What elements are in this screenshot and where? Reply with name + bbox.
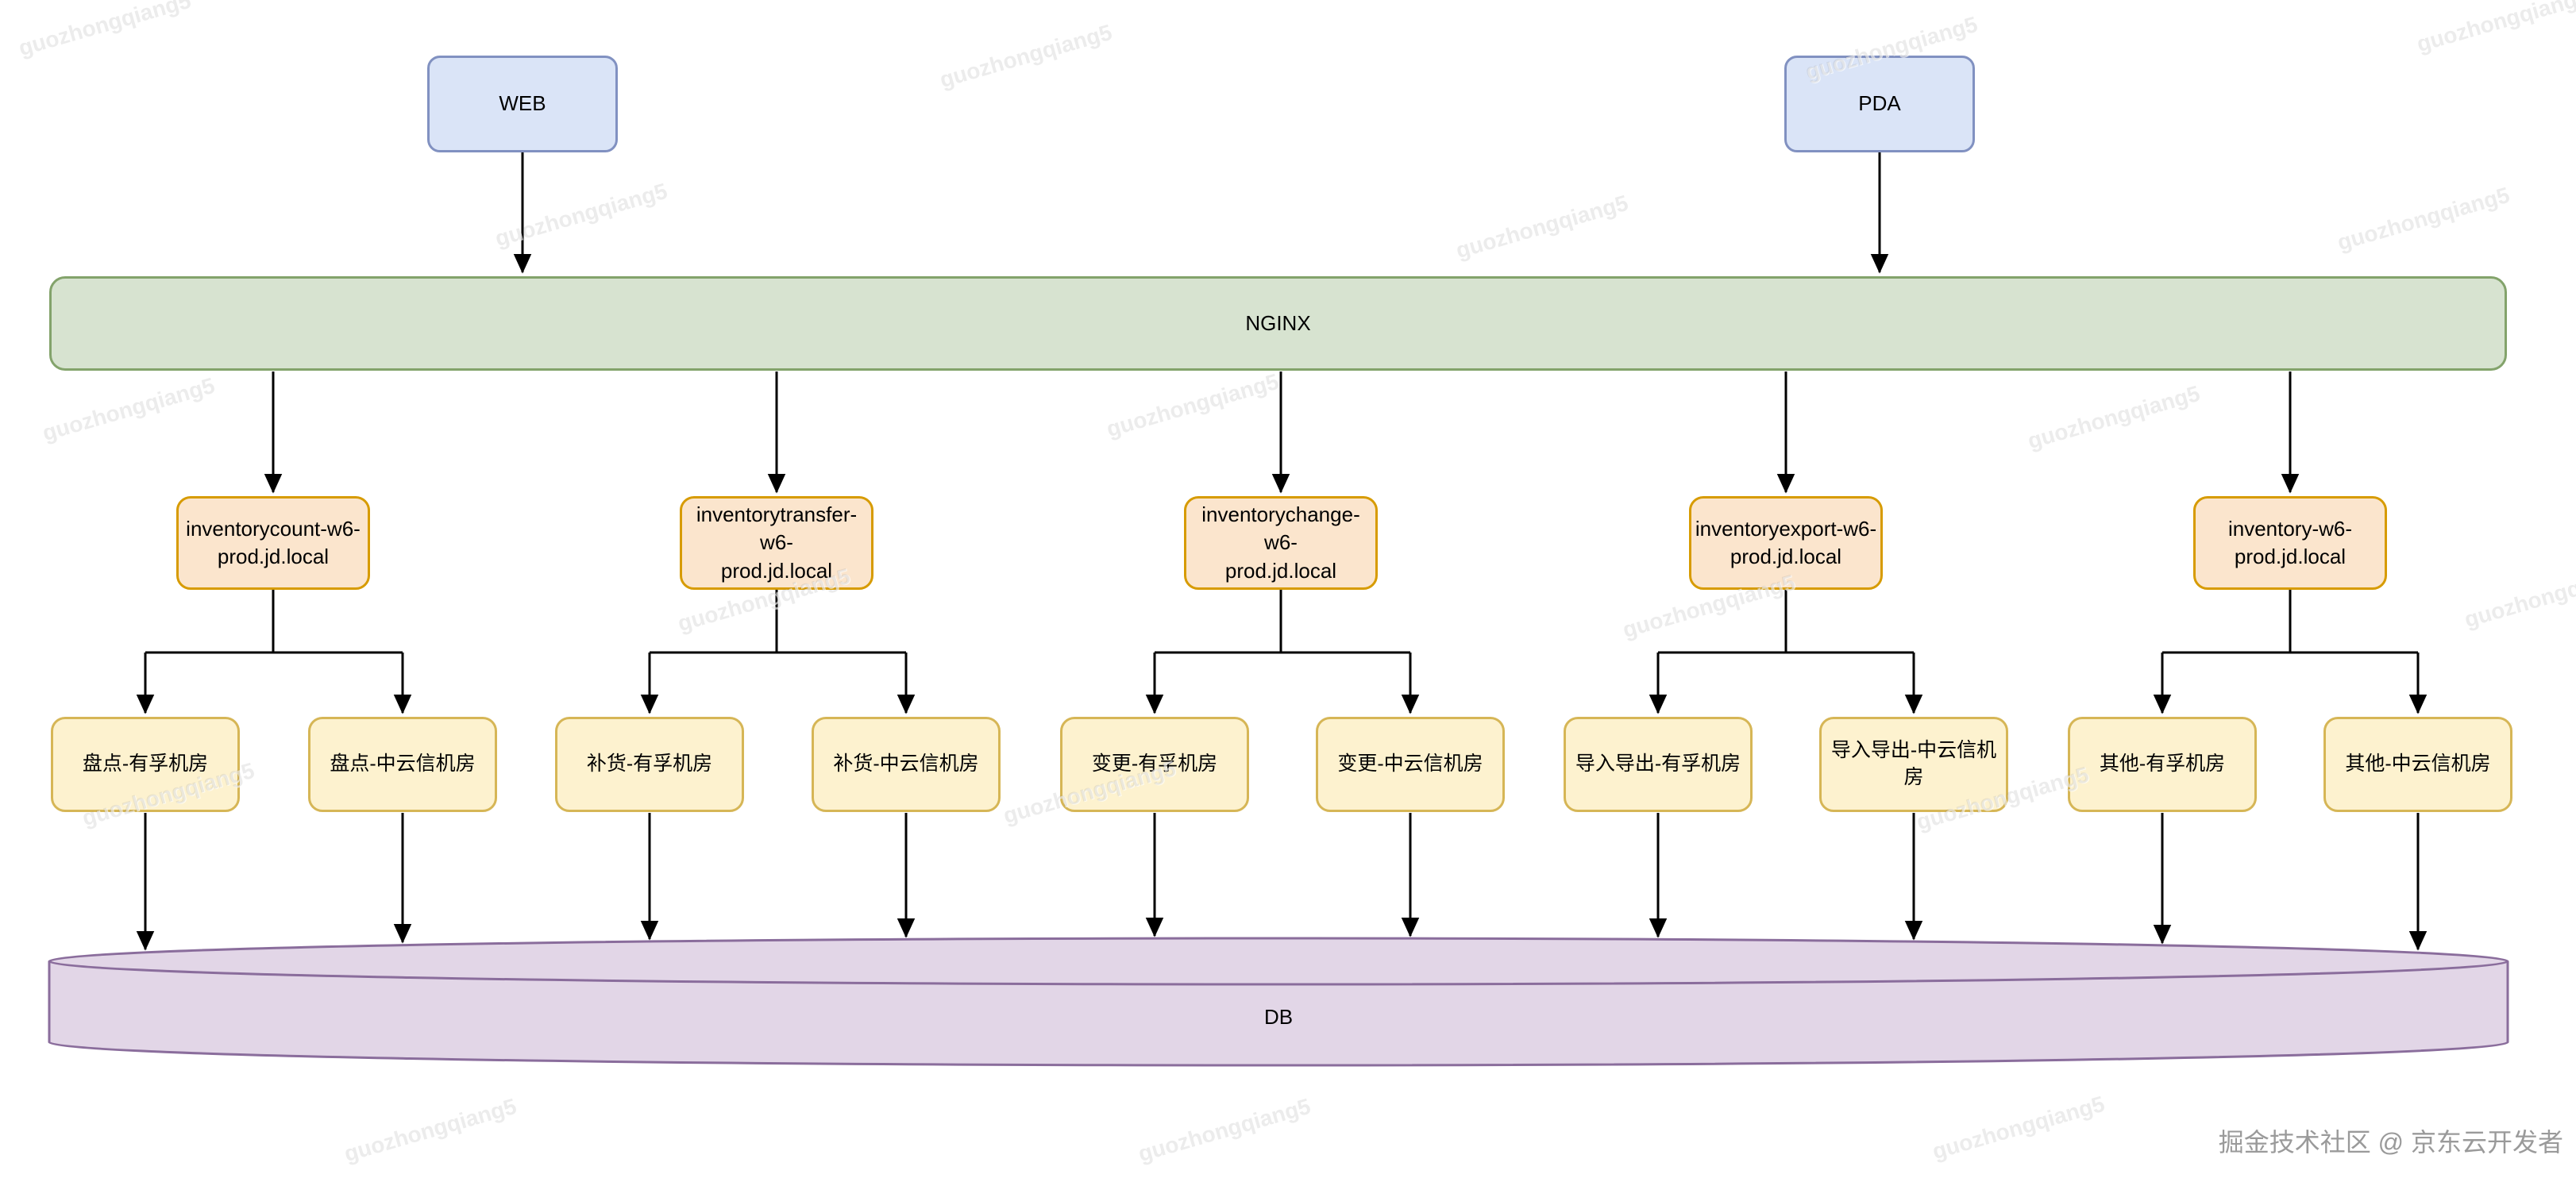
- node-room-count-youfu: 盘点-有孚机房: [51, 717, 240, 812]
- branch-rail-3: [1155, 590, 1410, 654]
- branch-rail-2: [650, 590, 906, 654]
- node-room-replenish-zhongyunxin: 补货-中云信机房: [812, 717, 1001, 812]
- node-room-other-youfu: 其他-有孚机房: [2068, 717, 2257, 812]
- node-room-change-zhongyunxin: 变更-中云信机房: [1316, 717, 1505, 812]
- node-room-other-zhongyunxin: 其他-中云信机房: [2323, 717, 2512, 812]
- branch-rail-1: [145, 590, 403, 654]
- node-web: WEB: [427, 56, 618, 152]
- edge-group: [136, 152, 2428, 951]
- db-cylinder-rim: [48, 960, 2509, 986]
- branch-rail-4: [1658, 590, 1914, 654]
- node-service-inventorytransfer: inventorytransfer-w6- prod.jd.local: [680, 496, 873, 590]
- node-service-inventory: inventory-w6- prod.jd.local: [2193, 496, 2387, 590]
- node-db-label: DB: [1263, 1005, 1294, 1029]
- credit-text: 掘金技术社区 @ 京东云开发者: [2218, 1128, 2563, 1157]
- node-service-inventorycount: inventorycount-w6- prod.jd.local: [176, 496, 370, 590]
- node-service-inventorychange: inventorychange-w6- prod.jd.local: [1184, 496, 1378, 590]
- node-room-replenish-youfu: 补货-有孚机房: [555, 717, 744, 812]
- node-room-count-zhongyunxin: 盘点-中云信机房: [308, 717, 497, 812]
- node-room-export-youfu: 导入导出-有孚机房: [1564, 717, 1753, 812]
- node-room-change-youfu: 变更-有孚机房: [1060, 717, 1249, 812]
- db-cylinder-body: [48, 937, 2509, 1067]
- db-cylinder: [48, 937, 2509, 1067]
- node-room-export-zhongyunxin: 导入导出-中云信机房: [1819, 717, 2008, 812]
- node-nginx: NGINX: [49, 276, 2507, 371]
- branch-rail-5: [2162, 590, 2418, 654]
- node-service-inventoryexport: inventoryexport-w6- prod.jd.local: [1689, 496, 1883, 590]
- node-pda: PDA: [1784, 56, 1975, 152]
